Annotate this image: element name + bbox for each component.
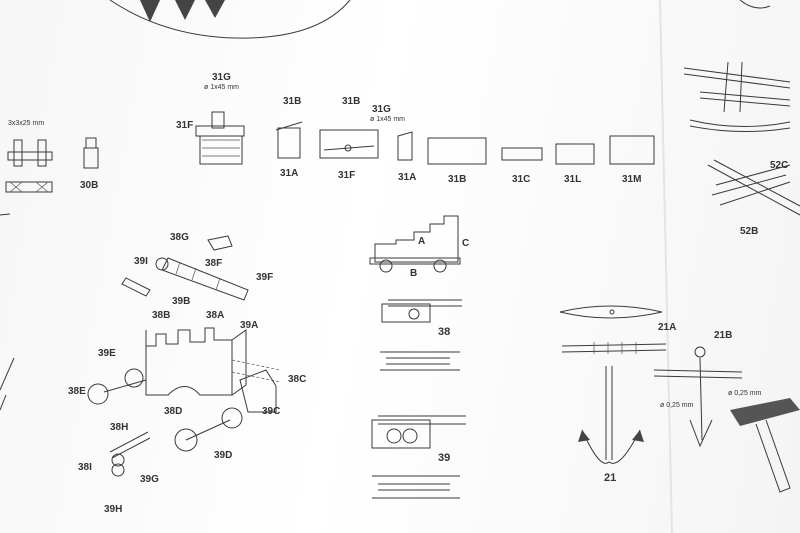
label-38: 38 [438, 326, 451, 338]
label-31F-b: 31F [338, 170, 356, 181]
gun-carriage-38 [87, 327, 281, 477]
part-31L-plate [555, 143, 595, 165]
label-31C: 31C [512, 174, 531, 185]
label-38B: 38B [152, 310, 171, 321]
anchor-21 [578, 366, 644, 464]
anchor-21B [653, 346, 743, 448]
label-21: 21 [604, 472, 617, 484]
part-30B [83, 137, 99, 169]
part-31M-plate [609, 135, 655, 165]
cannon-views [371, 299, 466, 499]
label-31B-c: 31B [448, 174, 467, 185]
label-30B: 30B [80, 180, 99, 191]
part-3x3x25 [5, 139, 53, 193]
label-A: A [418, 236, 426, 247]
hammer-and-file [730, 398, 800, 493]
label-39H: 39H [104, 504, 123, 515]
label-31A-a: 31A [280, 168, 299, 179]
label-dia-45-top: ø 1x45 mm [204, 84, 240, 91]
label-39C: 39C [262, 406, 281, 417]
label-21A: 21A [658, 322, 677, 333]
fold-line [659, 0, 673, 533]
label-B: B [410, 268, 418, 279]
part-31A-31B [275, 121, 303, 159]
label-31B-b: 31B [342, 96, 361, 107]
label-31A-b: 31A [398, 172, 417, 183]
label-31B-a: 31B [283, 96, 302, 107]
label-39D: 39D [214, 450, 233, 461]
label-39F: 39F [256, 272, 274, 283]
label-39G: 39G [140, 474, 159, 485]
label-39B: 39B [172, 296, 191, 307]
hull-fragment [109, 0, 771, 39]
label-38I: 38I [78, 462, 92, 473]
grating-parts [683, 61, 800, 216]
label-52C: 52C [770, 160, 789, 171]
label-38F: 38F [205, 258, 223, 269]
label-dia-45-b: ø 1x45 mm [370, 116, 406, 123]
label-38A: 38A [206, 310, 225, 321]
label-31M: 31M [622, 174, 642, 185]
label-dia-025-a: ø 0,25 mm [660, 402, 694, 409]
part-31F-plate [319, 129, 379, 159]
label-52B: 52B [740, 226, 759, 237]
label-39I: 39I [134, 256, 148, 267]
part-31B-plate [427, 137, 487, 165]
label-39A: 39A [240, 320, 259, 331]
label-39E: 39E [98, 348, 116, 359]
label-38H: 38H [110, 422, 129, 433]
label-38E: 38E [68, 386, 86, 397]
cannon-barrel-39F [121, 235, 249, 301]
label-31G-top: 31G [212, 72, 231, 83]
part-31F-assembly [195, 111, 245, 165]
label-C: C [462, 238, 470, 249]
label-38C: 38C [288, 374, 307, 385]
part-31C-plate [501, 147, 543, 161]
label-39: 39 [438, 452, 451, 464]
part-31A-plate [397, 131, 413, 161]
anchor-stock-21A [559, 305, 667, 354]
label-dia-025-b: ø 0,25 mm [728, 390, 762, 397]
label-38D: 38D [164, 406, 183, 417]
label-31L: 31L [564, 174, 582, 185]
label-38G: 38G [170, 232, 189, 243]
label-3x3x25: 3x3x25 mm [8, 120, 45, 127]
label-21B: 21B [714, 330, 733, 341]
label-31F-left: 31F [176, 120, 194, 131]
label-31G-b: 31G [372, 104, 391, 115]
carriage-side-view [369, 215, 461, 273]
